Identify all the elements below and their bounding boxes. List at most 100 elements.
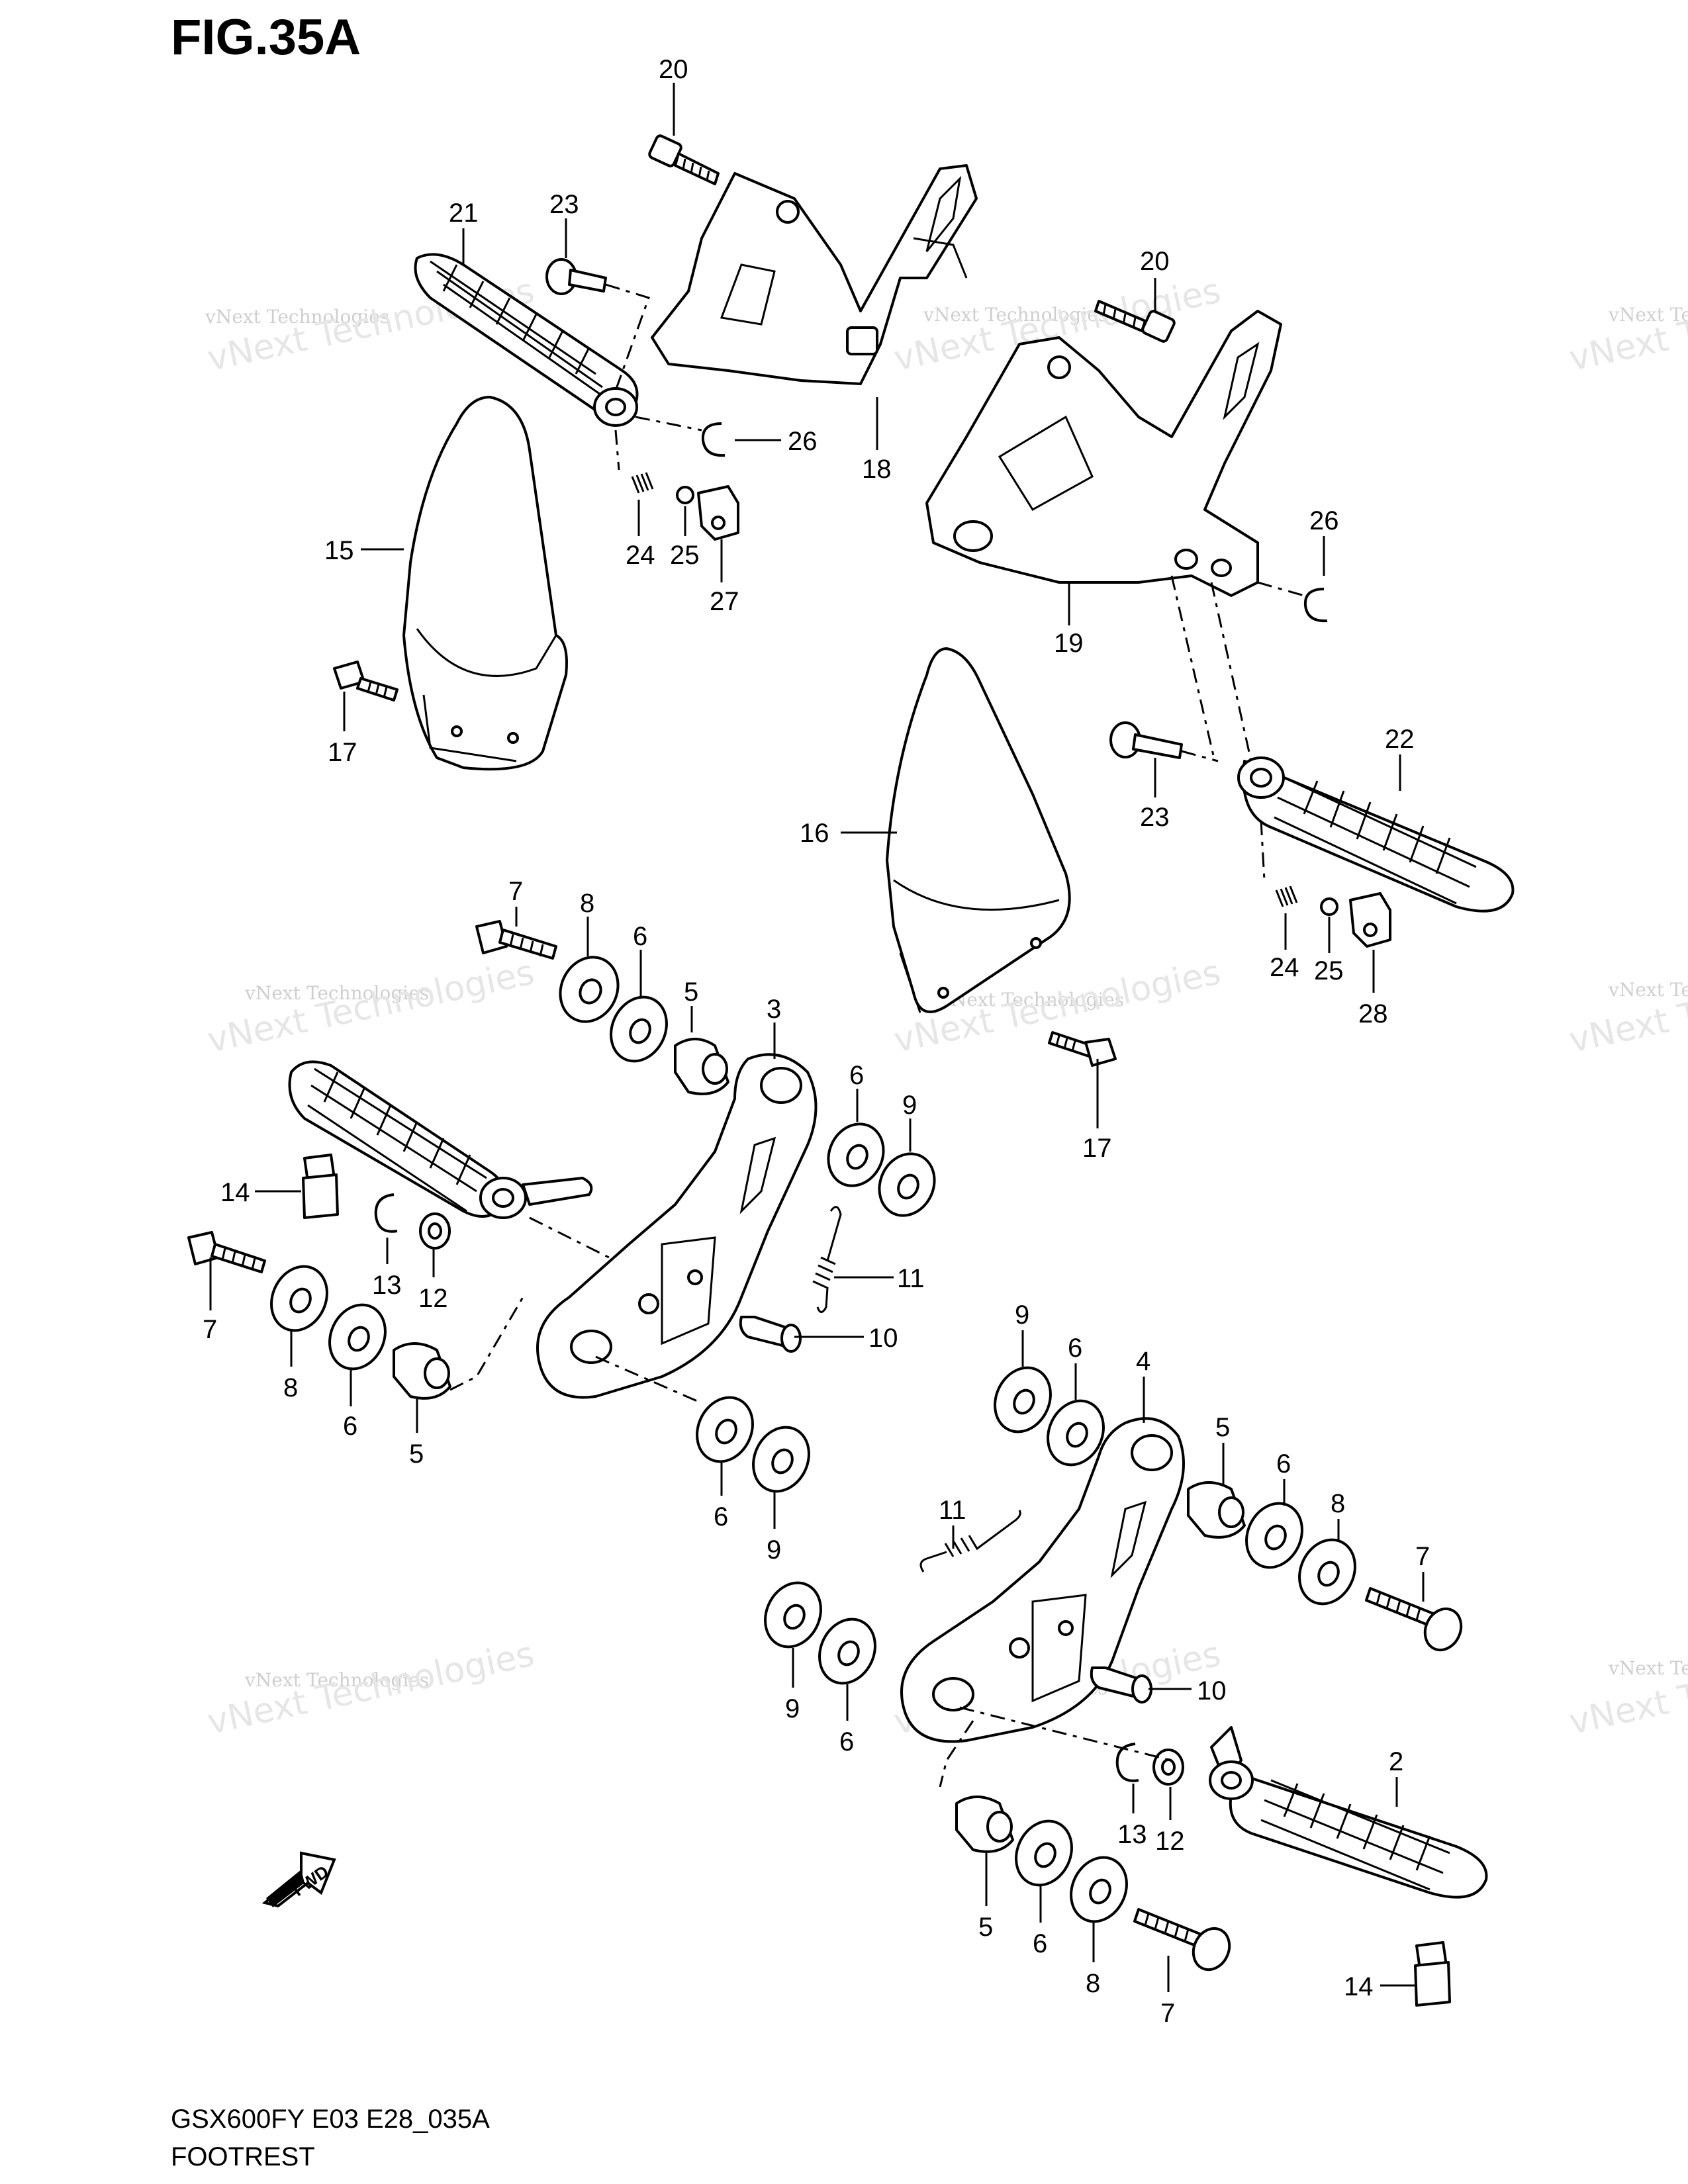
callout-7: 7 bbox=[508, 877, 523, 906]
callout-8: 8 bbox=[1086, 1969, 1100, 1998]
washer-9-bracket3-lower bbox=[752, 1426, 810, 1493]
callout-7: 7 bbox=[1415, 1542, 1430, 1571]
detent-spring-24-right bbox=[1260, 820, 1298, 907]
callout-28: 28 bbox=[1358, 999, 1388, 1028]
leader-lines bbox=[209, 83, 1425, 1992]
callout-4: 4 bbox=[1136, 1347, 1150, 1376]
e-clip-13-right bbox=[1115, 1743, 1139, 1782]
callout-20: 20 bbox=[659, 55, 688, 84]
footpeg-21 bbox=[414, 253, 639, 427]
callout-7: 7 bbox=[1160, 1999, 1175, 2028]
callout-8: 8 bbox=[283, 1373, 298, 1402]
e-clip-26-right bbox=[1257, 581, 1328, 623]
callout-17: 17 bbox=[328, 738, 357, 767]
callout-6: 6 bbox=[633, 922, 647, 951]
callout-12: 12 bbox=[418, 1284, 448, 1313]
bushing-5-bracket4-lower bbox=[955, 1796, 1014, 1853]
clevis-pin-23-right bbox=[1109, 721, 1219, 762]
footpeg-left-lower bbox=[288, 1060, 610, 1259]
return-spring-11-upper bbox=[812, 1206, 842, 1313]
callout-14: 14 bbox=[1344, 1972, 1374, 2001]
return-spring-11-lower bbox=[919, 1510, 1021, 1572]
washer-6-bracket4-bottom bbox=[1015, 1819, 1073, 1887]
watermark-text: vNext Technologies bbox=[205, 306, 389, 328]
callout-6: 6 bbox=[1276, 1449, 1291, 1479]
washer-8-bracket4-right bbox=[1298, 1538, 1356, 1606]
washer-6-lower-left bbox=[328, 1303, 387, 1371]
callout-24: 24 bbox=[626, 541, 655, 570]
washer-12-left bbox=[419, 1212, 451, 1250]
callout-11: 11 bbox=[939, 1496, 966, 1525]
stopper-14-right bbox=[1414, 1941, 1451, 2007]
stopper-14-left bbox=[302, 1154, 339, 1219]
watermark-text: vNext Technologies bbox=[1608, 304, 1688, 326]
callout-8: 8 bbox=[1331, 1489, 1345, 1518]
pivot-bolt-10-upper bbox=[739, 1316, 802, 1353]
callout-25: 25 bbox=[670, 541, 700, 570]
watermark-text: vNext Technologies bbox=[244, 1669, 429, 1691]
clevis-pin-23-upper bbox=[545, 258, 650, 391]
callout-21: 21 bbox=[449, 199, 479, 228]
watermark-text: vNext Technologies bbox=[1566, 953, 1688, 1061]
bolt-17-right bbox=[1048, 1031, 1117, 1067]
detent-spring-24-upper bbox=[614, 430, 654, 494]
e-clip-13-left bbox=[374, 1193, 398, 1233]
fwd-arrow-icon: FWD bbox=[261, 1851, 336, 1908]
callout-6: 6 bbox=[1068, 1334, 1082, 1363]
callout-12: 12 bbox=[1155, 1827, 1185, 1856]
watermark-text: vNext Technologies bbox=[923, 304, 1107, 326]
callout-18: 18 bbox=[862, 455, 892, 484]
callout-19: 19 bbox=[1054, 629, 1084, 658]
callout-16: 16 bbox=[800, 819, 829, 848]
e-clip-26-upper bbox=[635, 416, 726, 457]
callout-6: 6 bbox=[849, 1061, 864, 1090]
footrest-bracket-3 bbox=[536, 1053, 818, 1399]
washer-6-bracket4-right bbox=[1245, 1502, 1303, 1569]
plate-28 bbox=[1349, 892, 1391, 948]
callout-9: 9 bbox=[785, 1694, 800, 1723]
bushing-5-upper-left bbox=[674, 1038, 729, 1095]
heel-guard-16 bbox=[886, 647, 1071, 1013]
callout-labels: 20 21 23 26 18 24 25 27 15 17 20 26 19 2… bbox=[203, 55, 1430, 2028]
callout-15: 15 bbox=[324, 536, 354, 565]
callout-26: 26 bbox=[788, 427, 818, 456]
washer-6-upper-left bbox=[610, 995, 668, 1063]
watermark-text: vNext Technologies bbox=[1608, 1657, 1688, 1679]
washer-12-right bbox=[1152, 1749, 1184, 1786]
bolt-7-bracket4-bottom bbox=[1133, 1908, 1231, 1972]
watermark-text: vNext Technologies bbox=[1566, 1635, 1688, 1743]
watermark-text: vNext Technologies bbox=[244, 982, 429, 1004]
callout-2: 2 bbox=[1389, 1747, 1403, 1776]
callout-7: 7 bbox=[203, 1315, 217, 1344]
washer-6-bracket4-lower bbox=[818, 1617, 876, 1685]
model-code: GSX600FY E03 E28_035A bbox=[171, 2105, 490, 2134]
washer-8-lower-left bbox=[270, 1265, 328, 1332]
detent-ball-25-right bbox=[1320, 897, 1338, 916]
watermark-text: vNext Technologies bbox=[1608, 979, 1688, 1001]
assembly-line bbox=[939, 1720, 974, 1788]
callout-6: 6 bbox=[1033, 1929, 1047, 1958]
callout-9: 9 bbox=[1015, 1300, 1029, 1330]
bushing-5-lower-left bbox=[393, 1297, 524, 1400]
assembly-line bbox=[959, 1706, 1172, 1762]
callout-8: 8 bbox=[580, 889, 594, 918]
callout-17: 17 bbox=[1082, 1134, 1112, 1163]
washer-9-bracket4-lower bbox=[764, 1581, 822, 1649]
callout-22: 22 bbox=[1385, 725, 1415, 754]
callout-13: 13 bbox=[1117, 1820, 1147, 1849]
rear-bracket-left-18 bbox=[651, 164, 978, 385]
callout-25: 25 bbox=[1314, 956, 1344, 985]
callout-26: 26 bbox=[1309, 506, 1339, 535]
bushing-5-bracket4-upper bbox=[1187, 1481, 1246, 1539]
callout-20: 20 bbox=[1140, 247, 1170, 276]
callout-5: 5 bbox=[1215, 1413, 1230, 1442]
callout-6: 6 bbox=[343, 1412, 357, 1441]
callout-5: 5 bbox=[409, 1439, 424, 1469]
callout-14: 14 bbox=[220, 1178, 250, 1207]
assembly-line bbox=[1170, 575, 1216, 762]
washer-8-bracket4-bottom bbox=[1070, 1856, 1128, 1923]
callout-3: 3 bbox=[767, 995, 781, 1024]
section-name: FOOTREST bbox=[171, 2142, 315, 2171]
callout-24: 24 bbox=[1270, 953, 1299, 982]
